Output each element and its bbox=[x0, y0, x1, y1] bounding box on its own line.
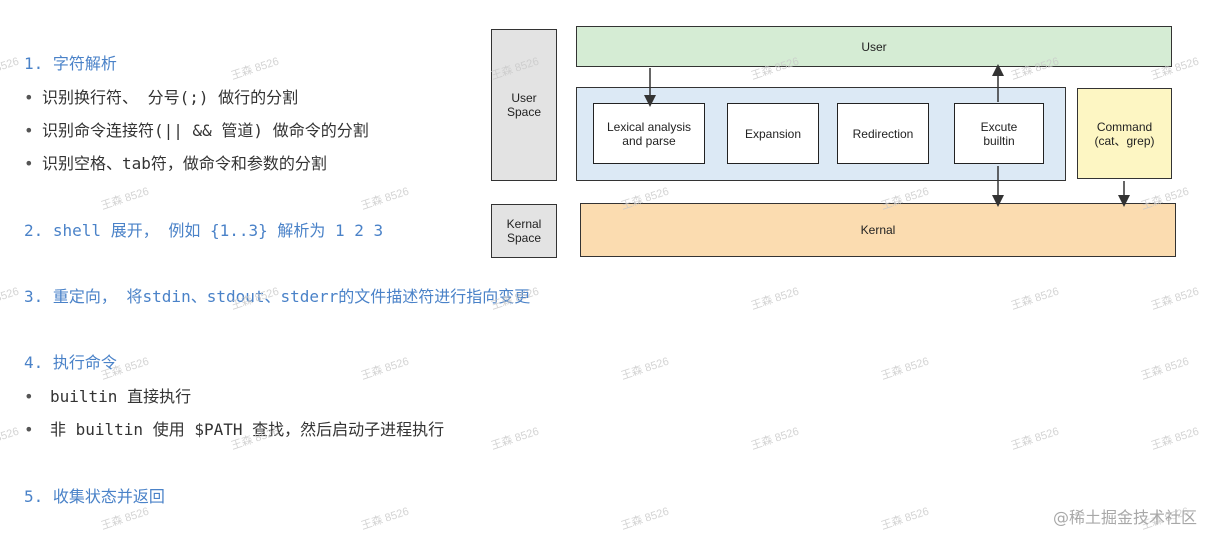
bullet-dot: • bbox=[24, 154, 34, 173]
watermark-text: 王森 8526 bbox=[879, 355, 931, 383]
notes-panel: 1. 字符解析 • 识别换行符、 分号(;) 做行的分割 • 识别命令连接符(|| … bbox=[0, 0, 600, 534]
command-box: Command (cat、grep) bbox=[1077, 88, 1172, 179]
user-box: User bbox=[576, 26, 1172, 67]
excute-builtin-box: Excute builtin bbox=[954, 103, 1044, 164]
bullet-text: 非 builtin 使用 $PATH 查找，然后启动子进程执行 bbox=[50, 420, 445, 439]
watermark-text: 王森 8526 bbox=[1149, 425, 1201, 453]
expansion-box: Expansion bbox=[727, 103, 819, 164]
redirection-box: Redirection bbox=[837, 103, 929, 164]
bullet-item: • 识别换行符、 分号(;) 做行的分割 bbox=[24, 88, 298, 108]
watermark-text: 王森 8526 bbox=[1139, 355, 1191, 383]
heading-2: 2. shell 展开， 例如 {1..3} 解析为 1 2 3 bbox=[24, 221, 384, 240]
bullet-dot: • bbox=[24, 121, 34, 140]
bullet-text: builtin 直接执行 bbox=[50, 387, 192, 406]
bullet-item: • builtin 直接执行 bbox=[24, 387, 191, 407]
heading-4: 4. 执行命令 bbox=[24, 353, 117, 372]
heading-5: 5. 收集状态并返回 bbox=[24, 487, 165, 506]
heading-3: 3. 重定向， 将stdin、stdout、stderr的文件描述符进行指向变更 bbox=[24, 287, 531, 306]
bullet-dot: • bbox=[24, 387, 34, 406]
shell-architecture-diagram: User Space Kernal Space User Lexical ana… bbox=[488, 24, 1180, 264]
heading-1: 1. 字符解析 bbox=[24, 54, 117, 73]
bullet-dot: • bbox=[24, 88, 34, 107]
credit-text: @稀土掘金技术社区 bbox=[1052, 508, 1197, 527]
bullet-item: • 识别空格、tab符，做命令和参数的分割 bbox=[24, 154, 327, 174]
watermark-text: 王森 8526 bbox=[879, 505, 931, 533]
bullet-text: 识别命令连接符(|| && 管道) 做命令的分割 bbox=[42, 121, 369, 140]
watermark-text: 王森 8526 bbox=[749, 285, 801, 313]
watermark-text: 王森 8526 bbox=[619, 355, 671, 383]
watermark-text: 王森 8526 bbox=[1009, 285, 1061, 313]
lexical-analysis-box: Lexical analysis and parse bbox=[593, 103, 705, 164]
watermark-text: 王森 8526 bbox=[749, 425, 801, 453]
bullet-item: • 识别命令连接符(|| && 管道) 做命令的分割 bbox=[24, 121, 369, 141]
kernal-space-box: Kernal Space bbox=[491, 204, 557, 258]
bullet-text: 识别换行符、 分号(;) 做行的分割 bbox=[42, 88, 299, 107]
watermark-text: 王森 8526 bbox=[619, 505, 671, 533]
bullet-text: 识别空格、tab符，做命令和参数的分割 bbox=[42, 154, 327, 173]
bullet-item: • 非 builtin 使用 $PATH 查找，然后启动子进程执行 bbox=[24, 420, 444, 440]
user-space-box: User Space bbox=[491, 29, 557, 181]
bullet-dot: • bbox=[24, 420, 34, 439]
watermark-text: 王森 8526 bbox=[1149, 285, 1201, 313]
kernal-box: Kernal bbox=[580, 203, 1176, 257]
watermark-text: 王森 8526 bbox=[1009, 425, 1061, 453]
